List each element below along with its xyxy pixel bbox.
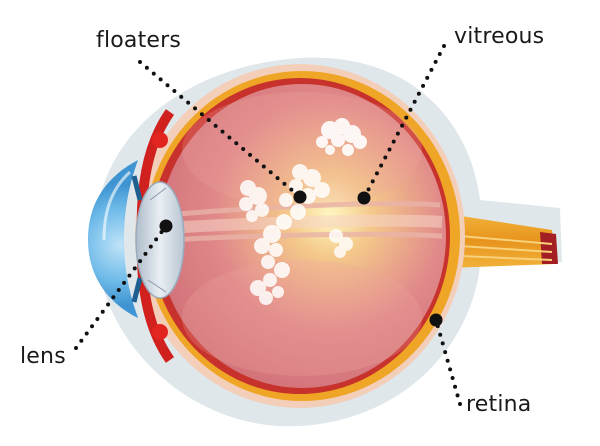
label-lens: lens xyxy=(20,344,66,369)
leader-retina xyxy=(434,318,462,406)
leader-vitreous xyxy=(362,44,446,200)
vitreous-body xyxy=(158,84,446,388)
lens-shape xyxy=(135,181,185,299)
label-retina: retina xyxy=(466,392,532,417)
marker-lens xyxy=(159,219,173,233)
marker-vitreous xyxy=(357,191,371,205)
leader-lens xyxy=(74,224,168,350)
leader-floaters xyxy=(138,60,302,199)
leader-lines xyxy=(74,44,462,406)
marker-floaters xyxy=(293,190,307,204)
marker-retina xyxy=(429,313,443,327)
iris xyxy=(131,175,143,303)
cornea xyxy=(88,160,138,318)
label-floaters: floaters xyxy=(96,28,182,53)
optic-nerve xyxy=(448,214,558,268)
markers xyxy=(159,190,443,327)
floaters-cluster xyxy=(239,118,367,305)
label-vitreous: vitreous xyxy=(454,24,545,49)
